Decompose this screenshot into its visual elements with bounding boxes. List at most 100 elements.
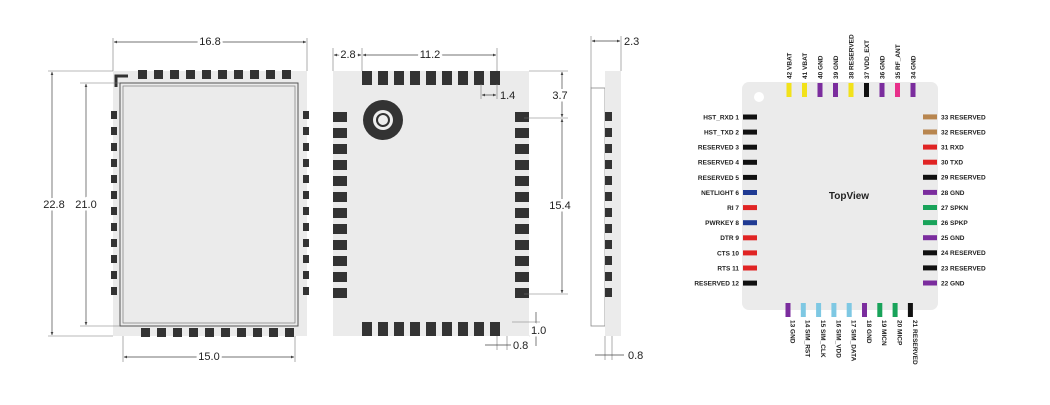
back-top-pad xyxy=(362,71,372,85)
side-pad xyxy=(605,192,612,201)
pin-11-label: RTS 11 xyxy=(717,265,739,272)
pin-19-pad xyxy=(877,303,883,317)
back-left-pad xyxy=(333,128,347,138)
front-pads xyxy=(111,70,309,337)
pin-34-label: 34 GND xyxy=(910,55,917,79)
pin-33-pad xyxy=(923,114,937,120)
front-inner-label: 21.0 xyxy=(75,199,96,211)
pin-26-label: 26 SPKP xyxy=(941,220,968,227)
pin-24-pad xyxy=(923,250,937,256)
front-bottom-pad xyxy=(157,328,166,337)
back-top-pad xyxy=(426,71,436,85)
back-pitch-label: 1.4 xyxy=(500,90,515,102)
pin-41-pad xyxy=(802,83,807,97)
back-top-pad xyxy=(378,71,388,85)
pin-8-label: PWRKEY 8 xyxy=(705,220,739,227)
pin-40-label: 40 GND xyxy=(817,55,824,79)
front-bottom-pad xyxy=(253,328,262,337)
side-pad xyxy=(605,256,612,265)
front-left-pad xyxy=(111,111,117,119)
pin-7-label: RI 7 xyxy=(727,205,739,212)
pin-23-pad xyxy=(923,265,937,271)
front-bottom-pad xyxy=(173,328,182,337)
back-right-pad xyxy=(515,192,529,202)
back-bottom-pad xyxy=(458,322,468,336)
back-botoff-label: 1.0 xyxy=(531,325,546,337)
pin-42-pad xyxy=(786,83,792,97)
back-topoff-label: 3.7 xyxy=(552,90,567,102)
pin-5-label: RESERVED 5 xyxy=(698,175,739,182)
back-right-pad xyxy=(515,160,529,170)
side-pad xyxy=(605,176,612,185)
pin-42-label: 42 VBAT xyxy=(786,53,793,79)
pin-17-pad xyxy=(846,303,852,317)
front-bottom-pad xyxy=(269,328,278,337)
pin-41-label: 41 VBAT xyxy=(802,53,809,79)
pin-37-label: 37 VDD_EXT xyxy=(864,40,871,79)
pin-32-label: 32 RESERVED xyxy=(941,129,986,136)
front-left-pad xyxy=(111,191,117,199)
front-width-label: 16.8 xyxy=(199,36,220,48)
back-right-pad xyxy=(515,224,529,234)
side-pad xyxy=(605,240,612,249)
side-pad xyxy=(605,160,612,169)
pin-23-label: 23 RESERVED xyxy=(941,265,986,272)
pin1-marker xyxy=(114,74,128,87)
side-pad xyxy=(605,144,612,153)
front-bottom-label: 15.0 xyxy=(198,351,219,363)
pin-28-label: 28 GND xyxy=(941,190,965,197)
pin-20-pad xyxy=(892,303,898,317)
back-bottom-pad xyxy=(442,322,452,336)
side-module-body xyxy=(590,87,606,327)
pin-9-pad xyxy=(743,235,757,241)
back-right-pad xyxy=(515,128,529,138)
pin-40-pad xyxy=(817,83,823,97)
side-pad xyxy=(605,112,612,121)
front-top-pad xyxy=(170,70,179,79)
front-top-pad xyxy=(282,70,291,79)
front-top-pad xyxy=(250,70,259,79)
side-view: 2.3 0.8 xyxy=(590,36,643,362)
pin-27-pad xyxy=(923,205,937,210)
side-pad xyxy=(605,272,612,281)
front-right-pad xyxy=(303,127,309,135)
back-module-body xyxy=(333,71,529,336)
pin-28-pad xyxy=(923,189,937,195)
pin-37-pad xyxy=(864,83,869,97)
front-height-label: 22.8 xyxy=(43,199,64,211)
pin-15-label: 15 SIM_CLK xyxy=(819,320,826,358)
pinout-pin1-dot xyxy=(754,92,764,102)
pin-27-label: 27 SPKN xyxy=(941,205,968,212)
front-shield-outer xyxy=(119,82,299,327)
pin-30-label: 30 TXD xyxy=(941,160,963,167)
front-top-pad xyxy=(138,70,147,79)
front-bottom-pad xyxy=(141,328,150,337)
pin-15-pad xyxy=(816,303,822,317)
back-view: 2.8 11.2 1.4 3.7 15.4 1.0 0.8 xyxy=(332,47,573,355)
pin-35-pad xyxy=(895,83,900,97)
pin-22-pad xyxy=(923,280,937,286)
front-bottom-pad xyxy=(237,328,246,337)
back-right-pad xyxy=(515,288,529,298)
pin-13-pad xyxy=(785,303,791,317)
pin-4-label: RESERVED 4 xyxy=(698,160,739,167)
back-bottom-pad xyxy=(378,322,388,336)
pin-22-label: 22 GND xyxy=(941,280,965,287)
back-right-pad xyxy=(515,240,529,250)
back-left-pad xyxy=(333,192,347,202)
pinout-title: TopView xyxy=(829,191,869,202)
back-left-pad xyxy=(333,160,347,170)
side-pad xyxy=(605,208,612,217)
front-right-pad xyxy=(303,175,309,183)
pin-9-label: DTR 9 xyxy=(720,235,739,242)
back-ring-core xyxy=(378,115,388,125)
pin-11-pad xyxy=(743,265,757,271)
pin-39-pad xyxy=(833,83,838,97)
front-right-pad xyxy=(303,207,309,215)
pin-31-label: 31 RXD xyxy=(941,145,964,152)
front-top-pad xyxy=(202,70,211,79)
pin-29-pad xyxy=(923,174,937,180)
front-top-pad xyxy=(186,70,195,79)
